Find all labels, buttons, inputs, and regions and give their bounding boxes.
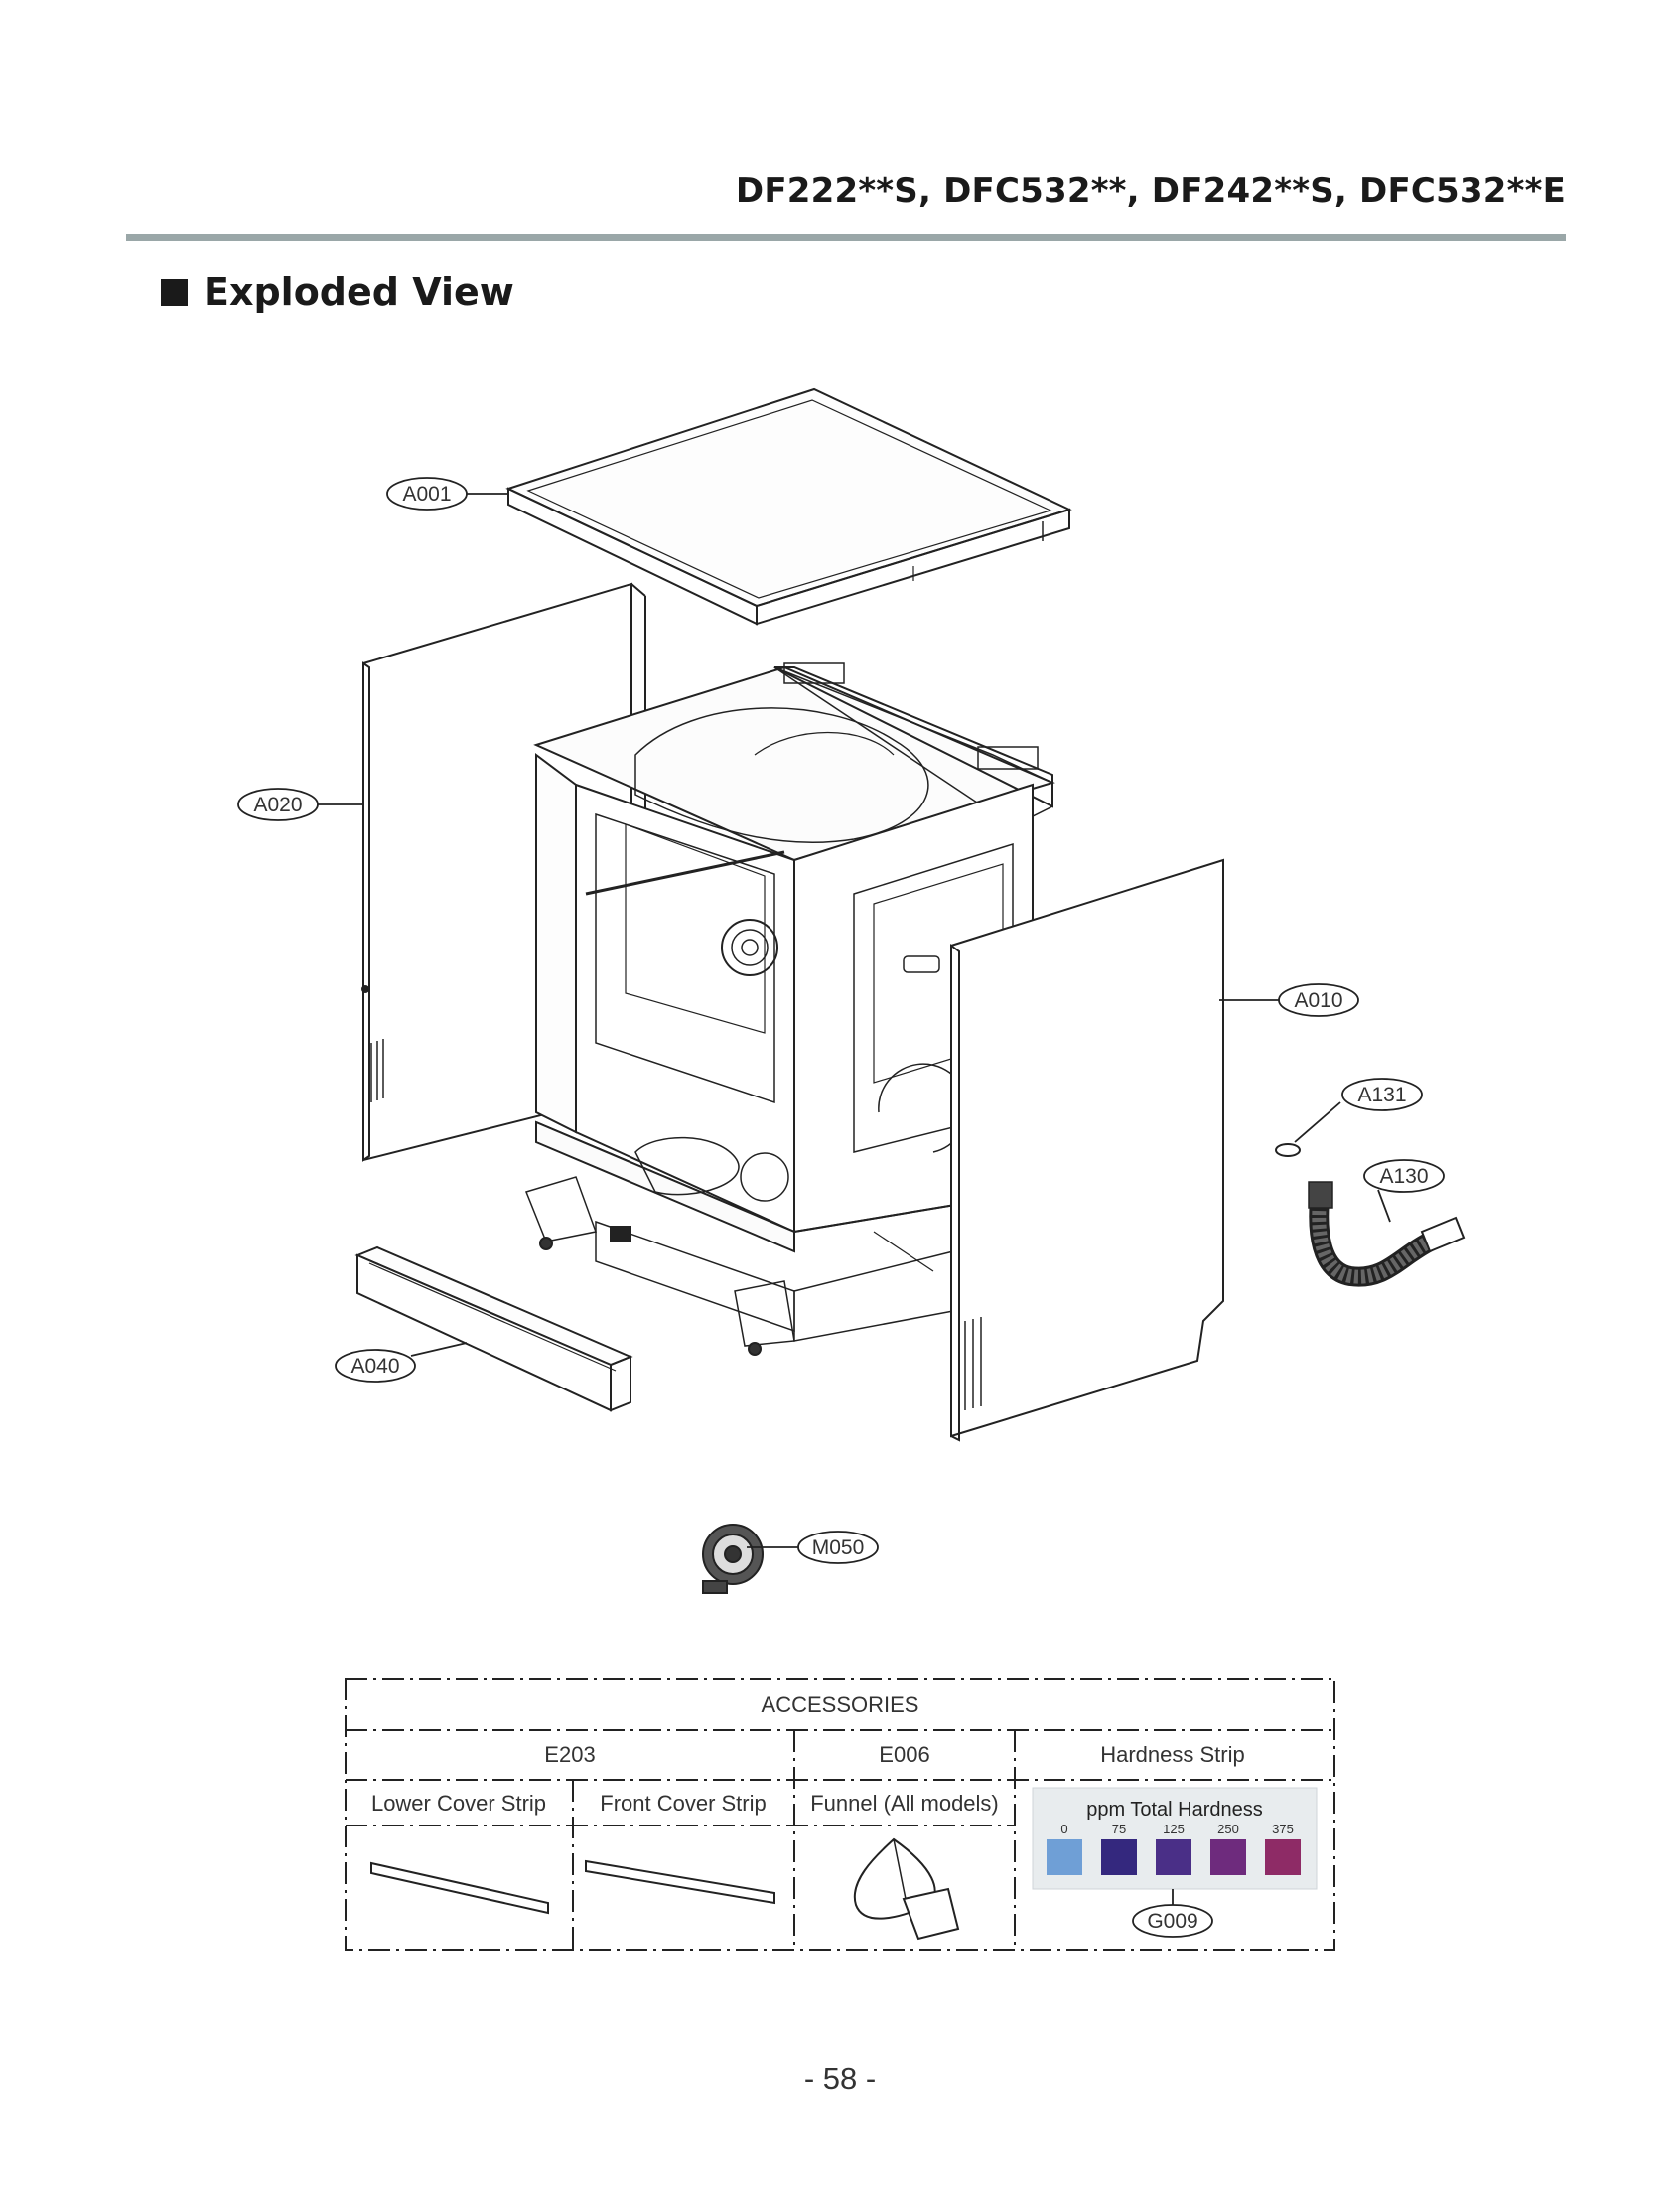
drain-hose-part (1308, 1181, 1466, 1287)
callout-a020: A020 (237, 788, 319, 821)
hardness-level-label: 250 (1217, 1822, 1239, 1836)
accessories-table (345, 1678, 1335, 1951)
svg-text:A001: A001 (402, 483, 451, 506)
hardness-level-label: 75 (1112, 1822, 1126, 1836)
group-hardness-strip: Hardness Strip (1100, 1742, 1245, 1767)
svg-text:A040: A040 (350, 1355, 399, 1378)
callout-leader-lines (318, 493, 1391, 1548)
svg-text:A010: A010 (1294, 989, 1342, 1012)
accessories-title: ACCESSORIES (762, 1692, 919, 1717)
callout-g009: G009 (1132, 1904, 1213, 1938)
bullet-square-icon (161, 278, 188, 306)
hardness-level-label: 0 (1060, 1822, 1067, 1836)
hardness-swatch (1210, 1839, 1246, 1875)
callout-a001: A001 (386, 477, 468, 511)
top-panel-part (505, 387, 1072, 626)
svg-text:A130: A130 (1379, 1165, 1428, 1188)
group-e203: E203 (544, 1742, 595, 1767)
callout-m050: M050 (797, 1531, 879, 1564)
model-numbers-header: DF222**S, DFC532**, DF242**S, DFC532**E (735, 171, 1566, 211)
drain-hose-ring-part (1275, 1143, 1301, 1157)
funnel-label: Funnel (All models) (810, 1791, 999, 1816)
motor-pump-part (702, 1524, 764, 1594)
hardness-level-label: 125 (1163, 1822, 1185, 1836)
section-title: Exploded View (161, 270, 514, 314)
callout-a131: A131 (1341, 1078, 1423, 1111)
lower-cover-strip-label: Lower Cover Strip (371, 1791, 546, 1816)
svg-text:A020: A020 (253, 794, 302, 816)
hardness-strip-card: ppm Total Hardness 0 75 125 250 375 (1032, 1787, 1318, 1890)
section-title-text: Exploded View (204, 270, 514, 314)
hardness-swatches: 0 75 125 250 375 (1047, 1822, 1301, 1875)
svg-text:M050: M050 (812, 1536, 865, 1559)
hardness-swatch (1047, 1839, 1082, 1875)
callout-a040: A040 (335, 1349, 416, 1383)
hardness-swatch (1101, 1839, 1137, 1875)
funnel-part (853, 1837, 960, 1941)
toe-kick-part (354, 1245, 633, 1412)
front-cover-strip-part (585, 1859, 775, 1905)
tub-frame-assembly (524, 662, 1055, 1356)
svg-text:A131: A131 (1357, 1084, 1406, 1106)
front-cover-strip-label: Front Cover Strip (600, 1791, 767, 1816)
callout-a010: A010 (1278, 983, 1359, 1017)
hardness-level-label: 375 (1272, 1822, 1294, 1836)
callout-a130: A130 (1363, 1159, 1445, 1193)
svg-text:G009: G009 (1147, 1910, 1197, 1933)
hardness-swatch (1156, 1839, 1191, 1875)
group-e006: E006 (879, 1742, 929, 1767)
right-side-panel-part (950, 858, 1224, 1442)
lower-cover-strip-part (370, 1861, 549, 1915)
header-rule (126, 234, 1566, 241)
hardness-swatch (1265, 1839, 1301, 1875)
page-number: - 58 - (803, 2061, 877, 2096)
hardness-strip-label: ppm Total Hardness (1086, 1799, 1263, 1821)
